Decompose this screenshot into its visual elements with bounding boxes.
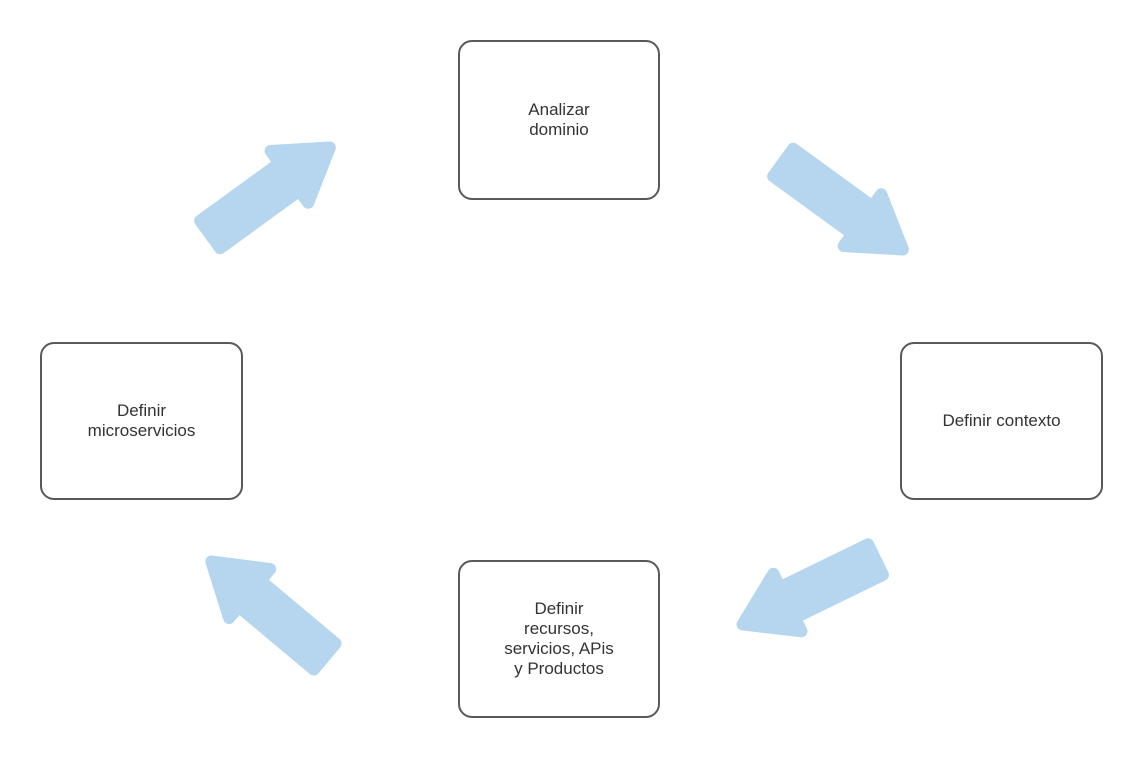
node-analizar-dominio: Analizar dominio — [458, 40, 660, 200]
node-analizar-dominio-label: Analizar dominio — [528, 100, 590, 139]
arrow-recursos-to-microservicios-icon — [205, 555, 342, 676]
node-definir-microservicios-label: Definir microservicios — [87, 401, 196, 440]
node-definir-contexto: Definir contexto — [900, 342, 1103, 500]
node-definir-recursos-servicios-apis-productos: Definir recursos, servicios, APis y Prod… — [458, 560, 660, 718]
node-definir-microservicios: Definir microservicios — [40, 342, 243, 500]
arrow-microservicios-to-analizar-icon — [194, 141, 336, 255]
node-definir-recursos-label: Definir recursos, servicios, APis y Prod… — [504, 599, 614, 678]
arrow-contexto-to-recursos-icon — [736, 538, 889, 638]
node-definir-contexto-label: Definir contexto — [942, 411, 1061, 430]
arrow-analizar-to-contexto-icon — [767, 142, 909, 256]
